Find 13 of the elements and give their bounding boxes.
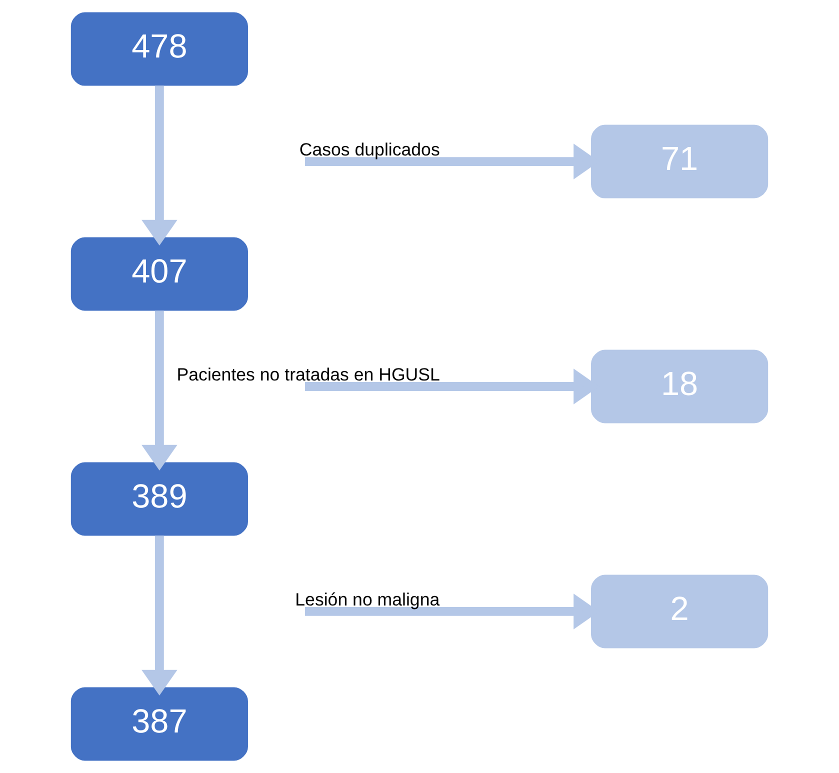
- node-box: 387: [70, 687, 248, 761]
- node-box: 389: [70, 462, 248, 536]
- node-box: 407: [70, 237, 248, 311]
- node-box: 2: [591, 574, 768, 648]
- edge-label: Casos duplicados: [299, 140, 440, 160]
- node-box: 18: [591, 350, 768, 424]
- node-box: 478: [70, 12, 248, 86]
- arrow: [142, 310, 178, 470]
- node-box: 71: [591, 124, 768, 198]
- arrow: [142, 86, 178, 246]
- edge-label: Lesión no maligna: [295, 590, 440, 610]
- arrow: [142, 536, 178, 696]
- edge-label: Pacientes no tratadas en HGUSL: [176, 364, 440, 385]
